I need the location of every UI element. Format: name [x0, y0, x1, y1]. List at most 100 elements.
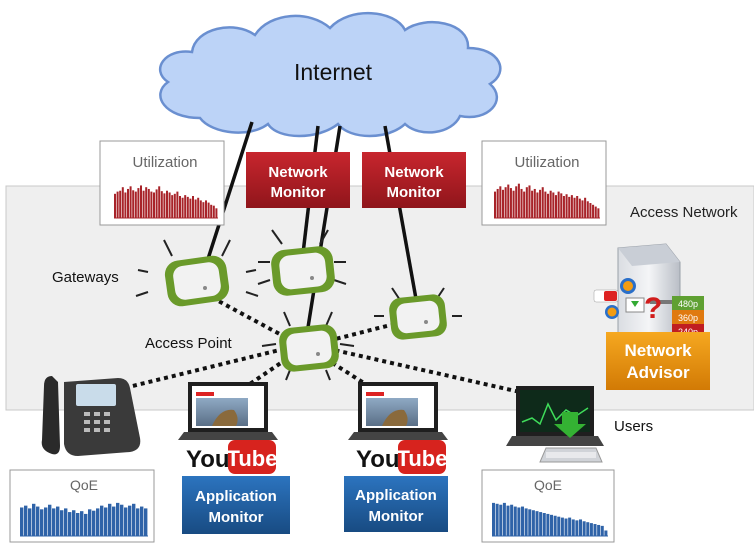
- qoe-bar: [502, 502, 506, 536]
- utilization-bar: [541, 187, 544, 218]
- qoe-bar: [32, 503, 36, 536]
- qoe-bar: [535, 511, 539, 536]
- utilization-bar: [536, 192, 539, 218]
- qoe-bar: [100, 505, 104, 536]
- qoe-bar: [144, 508, 148, 536]
- utilization-bar: [181, 197, 184, 218]
- qoe-bar: [539, 512, 543, 536]
- question-mark-icon: ?: [644, 292, 662, 325]
- utilization-bar: [137, 188, 140, 218]
- qoe-bar: [513, 506, 517, 536]
- network-monitor-2: Network Monitor: [362, 152, 466, 208]
- utilization-bar: [594, 206, 597, 218]
- utilization-bar: [494, 191, 497, 218]
- utilization-bar: [586, 201, 589, 218]
- qoe-bar: [76, 513, 80, 536]
- utilization-title: Utilization: [514, 154, 579, 171]
- qoe-bar: [20, 507, 24, 536]
- qoe-bar: [40, 509, 44, 536]
- utilization-bar: [189, 198, 192, 218]
- qoe-bar: [64, 508, 68, 536]
- laptop-download-icon: [506, 386, 604, 463]
- ip-phone-icon: [41, 376, 141, 456]
- utilization-bar: [171, 195, 174, 218]
- qoe-panel-right: QoE: [481, 469, 615, 543]
- utilization-bar: [202, 202, 205, 218]
- qoe-bar: [553, 515, 557, 536]
- qoe-bar: [84, 513, 88, 536]
- utilization-bar: [517, 183, 520, 218]
- utilization-bar: [155, 189, 158, 218]
- qoe-bar: [546, 513, 550, 536]
- utilization-bar: [163, 193, 166, 218]
- qoe-bar: [589, 523, 593, 536]
- access-point-label: Access Point: [145, 335, 233, 352]
- qoe-bar: [124, 507, 128, 536]
- youtube-small-icon: [593, 289, 619, 303]
- network-monitor-line2: Monitor: [387, 184, 442, 201]
- utilization-bar: [168, 192, 171, 218]
- qoe-bar: [568, 517, 572, 536]
- qoe-bar: [586, 522, 590, 536]
- utilization-bar: [552, 192, 555, 218]
- utilization-bar: [199, 200, 202, 218]
- utilization-bar: [544, 191, 547, 218]
- utilization-bar: [197, 197, 200, 218]
- utilization-bar: [173, 193, 176, 218]
- qoe-panel-left: QoE: [9, 469, 155, 543]
- qoe-bar: [510, 504, 514, 536]
- utilization-bar: [565, 194, 568, 218]
- network-advisor-line2: Advisor: [626, 363, 690, 382]
- utilization-bar: [528, 185, 531, 218]
- application-monitor-line2: Monitor: [369, 508, 424, 525]
- utilization-bar: [509, 188, 512, 218]
- utilization-panel-left: Utilization: [99, 140, 225, 226]
- utilization-bar: [192, 196, 194, 218]
- utilization-bar: [127, 188, 129, 218]
- gateway-center-icon: [257, 229, 347, 296]
- qoe-bar: [120, 504, 124, 536]
- qoe-bar: [60, 510, 64, 536]
- qoe-bar: [48, 504, 52, 536]
- qoe-bar: [506, 505, 510, 536]
- utilization-bar: [515, 186, 518, 218]
- utilization-bar: [496, 188, 499, 218]
- youtube-tube: Tube: [397, 446, 448, 471]
- qoe-bar: [44, 507, 48, 536]
- utilization-bar: [570, 195, 573, 218]
- qoe-bar: [571, 519, 575, 536]
- qoe-bar: [600, 525, 604, 536]
- qoe-bar: [132, 503, 136, 536]
- qoe-bar: [24, 505, 28, 536]
- qoe-bar: [52, 508, 56, 536]
- users-label: Users: [614, 418, 653, 435]
- utilization-bar: [150, 191, 153, 218]
- utilization-bar: [179, 196, 181, 218]
- gateway-left-icon: [135, 239, 259, 307]
- utilization-bar: [121, 187, 124, 218]
- utilization-bar: [584, 197, 587, 218]
- qoe-bar: [28, 508, 32, 536]
- utilization-bar: [539, 189, 542, 218]
- utilization-bar: [140, 185, 142, 218]
- utilization-bar: [504, 187, 507, 218]
- laptop-youtube-right-icon: [348, 382, 448, 440]
- browser-icons: [605, 278, 636, 319]
- qoe-bar: [542, 513, 546, 536]
- access-point-icon: [261, 311, 355, 381]
- qoe-bar: [557, 516, 561, 536]
- utilization-bar: [166, 190, 168, 218]
- utilization-bar: [119, 190, 122, 218]
- resolution-480p: 480p: [678, 299, 698, 309]
- utilization-bar: [176, 191, 179, 218]
- network-advisor-box: Network Advisor: [606, 332, 710, 390]
- qoe-bar: [499, 504, 503, 536]
- youtube-you: You: [186, 446, 230, 473]
- qoe-title: QoE: [70, 477, 98, 493]
- qoe-bar: [517, 507, 521, 536]
- utilization-bar: [592, 204, 595, 218]
- gateway-right-icon: [374, 287, 462, 340]
- qoe-bar: [96, 508, 100, 536]
- utilization-bar: [560, 193, 563, 218]
- qoe-bar: [528, 509, 532, 536]
